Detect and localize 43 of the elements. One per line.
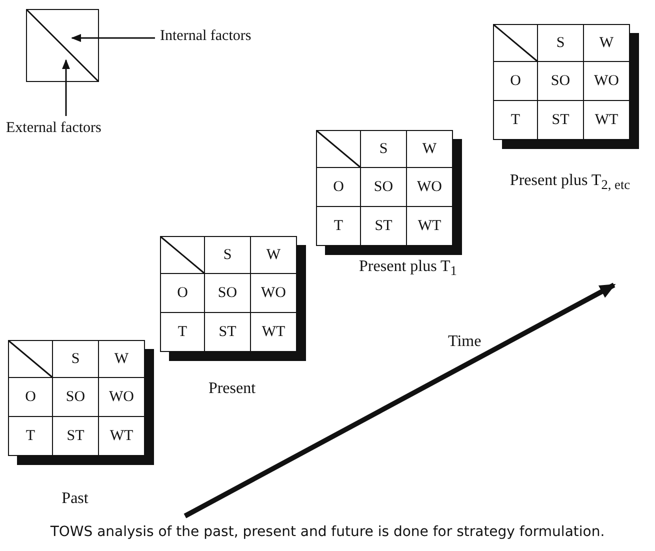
factor-label: External factors bbox=[6, 120, 126, 140]
table-cell: ST bbox=[204, 312, 251, 352]
table-cell: W bbox=[98, 340, 145, 378]
table-cell: WT bbox=[98, 416, 145, 456]
table-cell: WO bbox=[406, 167, 453, 207]
table-cell: WO bbox=[583, 61, 630, 101]
table-cell: SO bbox=[204, 273, 251, 313]
table-cell: WO bbox=[250, 273, 297, 313]
table-cell: S bbox=[537, 24, 584, 62]
stage-label: Past bbox=[62, 490, 88, 508]
table-cell: T bbox=[160, 312, 205, 352]
table-cell: WT bbox=[406, 206, 453, 246]
table-cell: ST bbox=[537, 100, 584, 140]
table-cell: S bbox=[360, 130, 407, 168]
table-cell: SO bbox=[360, 167, 407, 207]
table-cell: WT bbox=[583, 100, 630, 140]
axis-label: Time bbox=[448, 333, 482, 351]
stage-label: Present bbox=[208, 380, 256, 398]
table-cell: O bbox=[316, 167, 361, 207]
table-cell: WT bbox=[250, 312, 297, 352]
table-cell: O bbox=[160, 273, 205, 313]
table-cell: ST bbox=[360, 206, 407, 246]
table-cell: O bbox=[493, 61, 538, 101]
table-cell: T bbox=[316, 206, 361, 246]
table-cell: SO bbox=[52, 377, 99, 417]
factor-label: Internal factors bbox=[160, 28, 280, 48]
table-cell: W bbox=[583, 24, 630, 62]
table-cell: ST bbox=[52, 416, 99, 456]
stage-label: Present plus T$_{1}$ bbox=[359, 258, 457, 280]
table-cell: W bbox=[250, 236, 297, 274]
leader-arrow bbox=[62, 59, 70, 116]
table-cell: S bbox=[204, 236, 251, 274]
table-cell: T bbox=[493, 100, 538, 140]
table-cell: SO bbox=[537, 61, 584, 101]
table-cell: O bbox=[8, 377, 53, 417]
table-cell: WO bbox=[98, 377, 145, 417]
table-cell: S bbox=[52, 340, 99, 378]
table-cell: T bbox=[8, 416, 53, 456]
leader-arrow bbox=[71, 34, 155, 42]
caption: TOWS analysis of the past, present and future is done for strategy formulation. bbox=[49, 524, 606, 540]
key-box bbox=[26, 9, 99, 82]
table-cell: W bbox=[406, 130, 453, 168]
stage-label: Present plus T$_{2, etc}$ bbox=[510, 172, 630, 194]
